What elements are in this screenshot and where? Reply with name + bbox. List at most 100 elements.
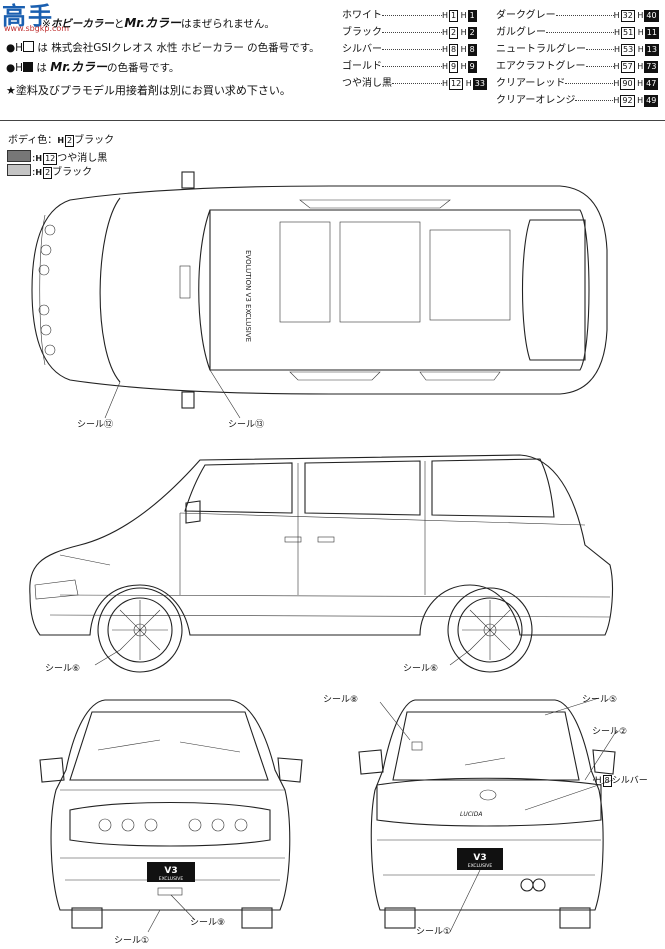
swatch-dark: [7, 150, 31, 162]
h-prefix: H: [634, 11, 644, 20]
h-prefix: H: [635, 28, 644, 37]
mr-color-code: 33: [472, 78, 487, 90]
color-name: クリアーレッド: [496, 78, 566, 89]
watermark-site: www.sbgkp.com: [4, 24, 70, 33]
h-prefix: H: [463, 79, 472, 88]
mr-color-code: 11: [644, 27, 659, 39]
mr-color-code: 8: [467, 44, 477, 56]
hobby-color-brand: ホビーカラー: [50, 18, 114, 30]
roof-text: EVOLUTION V3 EXCLUSIVE: [244, 250, 252, 342]
hobby-color-code: 57: [620, 61, 635, 73]
hollow-box-icon: [23, 41, 35, 52]
front-view-drawing: V3 EXCLUSIVE: [39, 699, 303, 933]
hobby-color-code: 32: [620, 10, 635, 22]
leader-dots: [575, 99, 614, 101]
note-bullet: ●H: [6, 62, 24, 74]
color-name: シルバー: [342, 44, 382, 55]
note-line-2: ●H は 株式会社GSIクレオス 水性 ホビーカラー の色番号です。: [6, 40, 320, 55]
callout-side-seal-6a: シール⑥: [45, 664, 81, 674]
callout-rear-seal-1: シール①: [416, 927, 452, 937]
leader-dots: [382, 65, 442, 67]
rear-badge-exclusive: EXCLUSIVE: [468, 863, 493, 869]
mr-color-code: 13: [644, 44, 659, 56]
hobby-color-code: 90: [620, 78, 635, 90]
mr-color-code: 1: [467, 10, 477, 22]
side-view-drawing: [29, 454, 614, 673]
color-name: ホワイト: [342, 10, 382, 21]
leader-dots: [555, 14, 614, 16]
legend-code: 2: [43, 167, 53, 179]
color-name: ダークグレー: [496, 10, 556, 21]
note-line-1: ※ホビーカラーとMr.カラーはまぜられません。: [42, 14, 275, 31]
mr-color-brand: Mr.カラー: [124, 16, 182, 30]
callout-side-seal-6b: シール⑥: [403, 664, 439, 674]
hobby-color-code: 92: [620, 95, 635, 107]
callout-front-seal-1: シール①: [114, 936, 150, 946]
leader-dots: [586, 48, 614, 50]
front-badge-v3: V3: [164, 866, 177, 876]
legend-code: 12: [43, 153, 58, 165]
hobby-color-code: 2: [449, 27, 459, 39]
h-prefix: H: [634, 96, 644, 105]
h-prefix: H: [614, 45, 621, 54]
h-prefix: H: [613, 62, 620, 71]
h-prefix: H: [442, 62, 449, 71]
color-name: ニュートラルグレー: [496, 44, 586, 55]
note-line-3: ●H は Mr.カラーの色番号です。: [6, 60, 180, 74]
front-badge-exclusive: EXCLUSIVE: [159, 876, 184, 882]
hobby-color-code: 53: [621, 44, 636, 56]
color-name: ブラック: [342, 27, 382, 38]
h-prefix: H: [613, 11, 620, 20]
h-prefix: H: [613, 96, 620, 105]
legend-name: ブラック: [74, 135, 115, 146]
callout-top-seal-12: シール⑫: [77, 420, 114, 430]
h-prefix: H: [458, 62, 467, 71]
mr-color-code: 47: [644, 78, 659, 90]
mr-color-code: 73: [644, 61, 659, 73]
mr-color-code: 2: [467, 27, 477, 39]
mr-color-code: 9: [467, 61, 477, 73]
note-text: の色番号です。: [106, 62, 180, 74]
color-name: クリアーオレンジ: [496, 95, 576, 106]
mr-color-code: 49: [644, 95, 659, 107]
mr-color-code: 40: [644, 10, 659, 22]
callout-top-seal-13: シール⑬: [228, 420, 265, 430]
legend-label: ボディ色：: [8, 135, 58, 146]
h-prefix: H: [442, 45, 449, 54]
h-prefix: H: [634, 79, 644, 88]
mr-color-brand: Mr.カラー: [50, 60, 107, 74]
color-name: エアクラフトグレー: [496, 61, 586, 72]
h-prefix: H: [613, 79, 620, 88]
rear-badge-v3: V3: [473, 853, 486, 863]
h-prefix: H: [614, 28, 621, 37]
hobby-color-code: 51: [621, 27, 636, 39]
h-prefix: H: [634, 62, 644, 71]
leader-dots: [585, 65, 614, 67]
hobby-color-code: 1: [449, 10, 459, 22]
leader-dots: [565, 82, 614, 84]
h-prefix: H: [458, 11, 467, 20]
leader-dots: [382, 48, 442, 50]
h-prefix: H: [442, 11, 449, 20]
leader-dots: [382, 14, 442, 16]
hobby-color-code: 12: [449, 78, 464, 90]
filled-box-icon: [23, 62, 34, 72]
legend-name: つや消し黒: [57, 153, 108, 164]
callout-rear-seal-2: シール②: [592, 727, 628, 737]
